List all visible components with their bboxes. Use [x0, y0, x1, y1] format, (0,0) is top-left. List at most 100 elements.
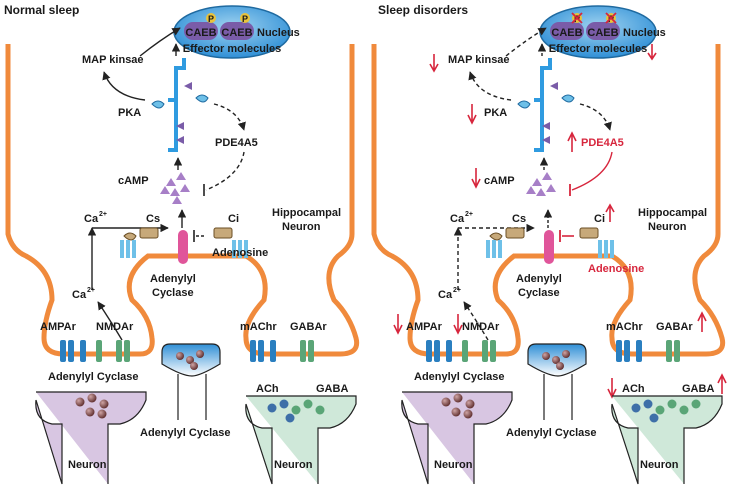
map-kinase-label-right: MAP kinsae	[448, 54, 510, 66]
effector-label: Effector molecules	[183, 43, 281, 55]
cyclase-label-1: Cyclase	[152, 287, 194, 299]
machr-label-right: mAChr	[606, 321, 643, 333]
kinase-site-1	[176, 122, 184, 130]
gaba-label: GABA	[316, 383, 348, 395]
pde-label-right: PDE4A5	[581, 137, 624, 149]
pka-shape-right	[517, 100, 531, 109]
to-pde-arrow	[213, 103, 246, 131]
kinase-site-r1	[542, 122, 550, 130]
nmdar-down-arrow	[453, 314, 463, 335]
adenylyl-cyclase-right	[544, 230, 554, 264]
adenylyl-label-1: Adenylyl	[150, 273, 196, 285]
machr-receptor	[250, 340, 276, 362]
gpcr-left-right	[486, 240, 502, 258]
gabar-label: GABAr	[290, 321, 327, 333]
machr-receptor-right	[616, 340, 642, 362]
adenylyl-label-2: Adenylyl	[516, 273, 562, 285]
presynaptic-neuron-right-right	[611, 395, 723, 485]
ci-label-right: Ci	[594, 213, 605, 225]
panel-sleep-disorders: Sleep disorders CAEB CAEB P P Nucleus Ef…	[371, 3, 727, 485]
camp-molecules-right	[526, 172, 556, 196]
nmdar-label: NMDAr	[96, 321, 134, 333]
phospho-marker-2	[240, 13, 250, 23]
gs-subunit	[123, 232, 137, 241]
vesicle-balls-right	[542, 350, 570, 370]
nmdar-label-right: NMDAr	[462, 321, 500, 333]
ca-mid-sup: 2+	[87, 287, 95, 294]
gi-protein-right	[579, 227, 599, 239]
right-neuron-vesicles-right	[631, 399, 701, 423]
right-neuron-vesicles	[267, 399, 325, 423]
ca-mid-sup-right: 2+	[453, 287, 461, 294]
ampar-down-arrow	[393, 314, 403, 335]
gabar-up-arrow	[697, 311, 707, 332]
nmda-to-ca-arrow	[97, 301, 123, 341]
ach-down-arrow	[607, 378, 617, 399]
gpcr-right	[232, 240, 248, 258]
camp-label: cAMP	[118, 175, 149, 187]
hippocampal-neuron-label: Neuron	[282, 221, 321, 233]
nmda-receptor-right	[462, 340, 496, 362]
caeb-protein-r2	[586, 22, 620, 40]
gaba-up-arrow	[717, 373, 727, 394]
signal-path-lower	[168, 100, 178, 152]
ampar-label: AMPAr	[40, 321, 77, 333]
caeb-label-2: CAEB	[221, 27, 252, 39]
signal-path-lower-right	[534, 100, 544, 152]
kinase-site-2	[184, 82, 192, 90]
pka-to-map-arrow-right	[468, 71, 512, 101]
gpcr-right-right	[598, 240, 614, 258]
ampar-label-right: AMPAr	[406, 321, 443, 333]
p-label-1: P	[208, 14, 214, 24]
pka-label: PKA	[118, 107, 141, 119]
nmda-receptor	[96, 340, 130, 362]
lower-ac-label: Adenylyl Cyclase	[48, 371, 139, 383]
pka-to-map-arrow	[102, 71, 146, 101]
phospho-block-2	[605, 12, 617, 24]
caeb-label-r2: CAEB	[587, 27, 618, 39]
p-label-2: P	[242, 14, 248, 24]
pde-inhibition-line	[205, 151, 245, 191]
gpcr-left	[120, 240, 136, 258]
ca-top-sup: 2+	[99, 211, 107, 218]
regulatory-subunit	[195, 94, 209, 103]
caeb-label-1: CAEB	[185, 27, 216, 39]
cyclase-label-2: Cyclase	[518, 287, 560, 299]
gs-protein-right	[505, 227, 525, 239]
hippocampal-label-right: Hippocampal	[638, 207, 707, 219]
pka-label-right: PKA	[484, 107, 507, 119]
effector-down-arrow	[647, 44, 657, 61]
ca-mid-label: Ca	[72, 289, 87, 301]
hippocampal-label: Hippocampal	[272, 207, 341, 219]
map-down-arrow	[429, 54, 439, 73]
vesicle-balls	[176, 350, 204, 370]
bottom-ac-label-right: Adenylyl Cyclase	[506, 427, 597, 439]
ach-label-right: ACh	[622, 383, 645, 395]
map-kinase-label: MAP kinsae	[82, 54, 144, 66]
hippocampal-neuron-label-right: Neuron	[648, 221, 687, 233]
presynaptic-neuron-left	[35, 391, 147, 485]
presynaptic-neuron-right	[245, 395, 357, 485]
adenosine-label-right: Adenosine	[588, 263, 644, 275]
left-neuron-vesicles-right	[441, 393, 475, 419]
pde-label: PDE4A5	[215, 137, 258, 149]
panel-normal-sleep: Normal sleep CAEB CAEB P P Nucleus Effec…	[4, 3, 360, 485]
ci-up-arrow	[605, 203, 615, 222]
left-neuron-vesicles	[75, 393, 109, 419]
cell-membrane	[5, 44, 360, 357]
neuron-right-label-right: Neuron	[640, 459, 679, 471]
effector-label-right: Effector molecules	[549, 43, 647, 55]
signal-path-upper-right	[534, 58, 552, 102]
camp-label-right: cAMP	[484, 175, 515, 187]
ampa-receptor	[60, 340, 86, 362]
ca-mid-label-right: Ca	[438, 289, 453, 301]
phospho-block-1	[571, 12, 583, 24]
pka-down-arrow	[467, 104, 477, 125]
adenylyl-cyclase	[178, 230, 188, 264]
gabar-label-right: GABAr	[656, 321, 693, 333]
kinase-site-r2	[550, 82, 558, 90]
gaba-receptor-right	[666, 340, 680, 362]
ach-label: ACh	[256, 383, 279, 395]
to-pde-arrow-right	[579, 103, 612, 131]
